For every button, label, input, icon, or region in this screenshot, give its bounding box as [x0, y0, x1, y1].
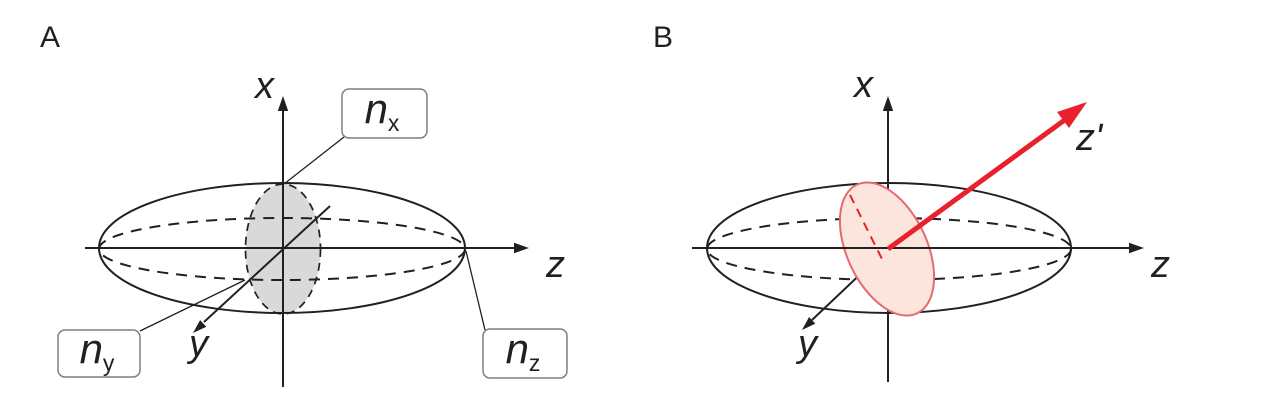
- z-prime-arrowhead: [1057, 102, 1087, 128]
- panel-a-label: A: [40, 21, 60, 54]
- nx-leader-line: [283, 136, 345, 185]
- nz-leader-line: [465, 250, 486, 331]
- ny-callout-label: ny: [80, 325, 115, 376]
- ny-callout-box: [57, 329, 141, 378]
- ny-sub: y: [103, 350, 115, 376]
- y-axis-label-a: y: [186, 323, 210, 365]
- x-axis-arrowhead-a: [277, 96, 289, 111]
- x-axis-arrowhead-b: [882, 96, 894, 111]
- z-axis-arrowhead-b: [1129, 242, 1144, 254]
- nz-callout-box: [482, 328, 568, 379]
- y-axis-label-b: y: [795, 323, 819, 365]
- ny-leader-line: [139, 279, 246, 332]
- nz-callout-label: nz: [506, 325, 541, 376]
- z-axis-label-a: z: [545, 244, 565, 286]
- nx-callout-label: nx: [365, 85, 400, 136]
- z-axis-arrowhead-a: [514, 242, 529, 254]
- nx-base: n: [365, 85, 388, 132]
- panel-b-label: B: [653, 21, 673, 54]
- y-axis-line-a: [203, 205, 331, 323]
- y-axis-arrowhead-a: [193, 320, 207, 333]
- x-axis-label-b: x: [852, 64, 875, 106]
- y-axis-arrowhead-b: [802, 317, 816, 330]
- x-axis-label-a: x: [253, 65, 276, 107]
- nz-base: n: [506, 325, 529, 372]
- panel-a: A nx ny nz x z y: [40, 21, 568, 387]
- z-axis-label-b: z: [1150, 244, 1170, 286]
- ny-base: n: [80, 325, 103, 372]
- nx-callout-box: [341, 88, 428, 139]
- nz-sub: z: [529, 350, 541, 376]
- panel-b: B x z y z': [653, 21, 1170, 382]
- z-prime-axis-label: z': [1075, 117, 1104, 159]
- z-prime-axis-line: [886, 116, 1068, 252]
- nx-sub: x: [388, 110, 400, 136]
- z-prime-hidden-dashed-line: [849, 194, 885, 264]
